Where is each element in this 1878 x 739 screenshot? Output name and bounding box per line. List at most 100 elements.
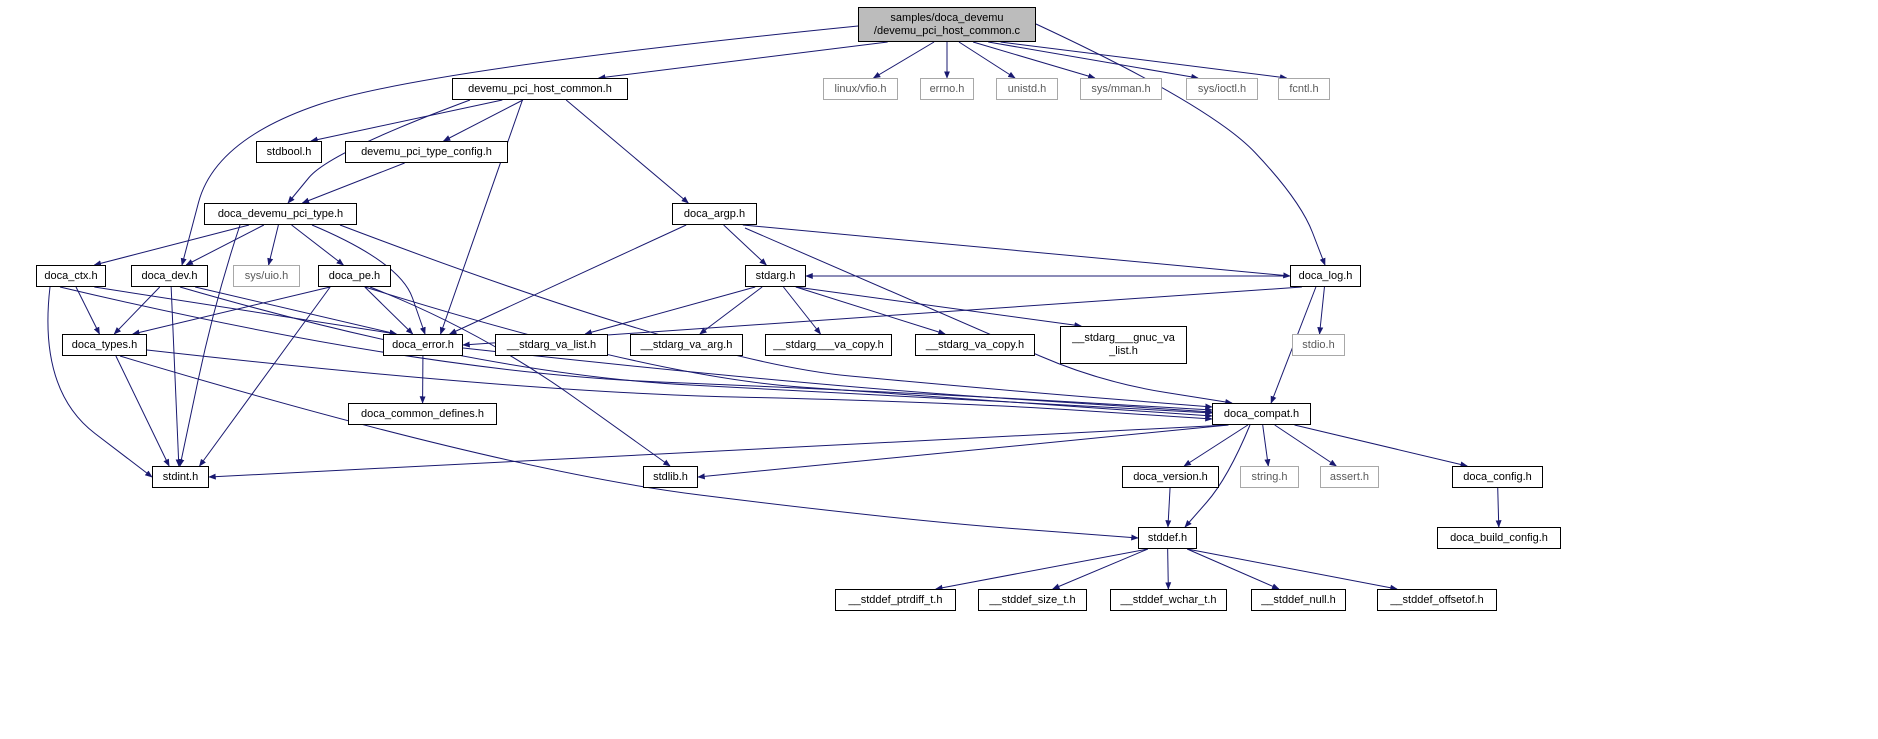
node-version[interactable]: doca_version.h — [1122, 466, 1219, 488]
edge-root-dev — [180, 25, 859, 266]
node-va_copy[interactable]: __stdarg_va_copy.h — [915, 334, 1035, 356]
node-va_copy_g[interactable]: __stdarg___va_copy.h — [765, 334, 892, 356]
edge-stdarg-va_copy — [795, 286, 946, 335]
node-va_arg[interactable]: __stdarg_va_arg.h — [630, 334, 743, 356]
node-string: string.h — [1240, 466, 1299, 488]
edge-argp-compat — [744, 227, 1233, 405]
edge-pci_type-ctx — [93, 224, 250, 267]
node-va_list[interactable]: __stdarg_va_list.h — [495, 334, 608, 356]
edge-root-ioctl — [988, 41, 1199, 80]
node-stdlib[interactable]: stdlib.h — [643, 466, 698, 488]
edge-argp-log — [742, 224, 1291, 279]
edge-host_common_h-error — [439, 99, 523, 335]
node-type_config[interactable]: devemu_pci_type_config.h — [345, 141, 508, 163]
edge-pci_type-uio — [267, 224, 279, 266]
edge-stddef-size_t — [1052, 548, 1149, 590]
edge-pci_type-dev — [185, 224, 265, 266]
node-stddef[interactable]: stddef.h — [1138, 527, 1197, 549]
edge-config-build_config — [1495, 487, 1502, 528]
node-unistd: unistd.h — [996, 78, 1058, 100]
node-host_common_h[interactable]: devemu_pci_host_common.h — [452, 78, 628, 100]
edge-compat-version — [1183, 424, 1249, 467]
edge-dev-types — [113, 286, 161, 335]
node-pe[interactable]: doca_pe.h — [318, 265, 391, 287]
node-size_t[interactable]: __stddef_size_t.h — [978, 589, 1087, 611]
node-offsetof[interactable]: __stddef_offsetof.h — [1377, 589, 1497, 611]
edge-stdarg-va_copy_g — [783, 286, 822, 335]
edge-pci_type-pe — [291, 224, 344, 266]
edge-types-stddef — [119, 355, 1139, 541]
edge-argp-error — [448, 224, 687, 335]
edge-root-vfio — [872, 41, 935, 79]
edge-root-fcntl — [1000, 41, 1288, 81]
node-pci_type[interactable]: doca_devemu_pci_type.h — [204, 203, 357, 225]
edge-compat-stdint — [208, 424, 1229, 480]
edge-host_common_h-stdbool — [310, 99, 503, 143]
node-fcntl: fcntl.h — [1278, 78, 1330, 100]
node-ptrdiff[interactable]: __stddef_ptrdiff_t.h — [835, 589, 956, 611]
edge-pe-error — [364, 286, 414, 335]
node-config[interactable]: doca_config.h — [1452, 466, 1543, 488]
node-error[interactable]: doca_error.h — [383, 334, 463, 356]
edge-stddef-ptrdiff — [935, 548, 1148, 591]
node-root: samples/doca_devemu /devemu_pci_host_com… — [858, 7, 1036, 42]
edge-version-stddef — [1165, 487, 1172, 528]
edge-compat-assert — [1274, 424, 1337, 467]
edge-pe-types — [132, 286, 331, 336]
edge-compat-stdlib — [697, 424, 1229, 480]
node-stdint[interactable]: stdint.h — [152, 466, 209, 488]
edge-ctx-types — [75, 286, 100, 335]
edge-types-stdint — [115, 355, 170, 467]
edge-argp-stdarg — [723, 224, 767, 266]
node-types[interactable]: doca_types.h — [62, 334, 147, 356]
edge-compat-stddef — [1184, 424, 1251, 528]
edge-ctx-stdint — [47, 286, 153, 478]
edge-pe-compat — [364, 286, 1213, 419]
edge-root-log — [1035, 23, 1326, 266]
node-stdbool[interactable]: stdbool.h — [256, 141, 322, 163]
edge-types-compat — [146, 349, 1213, 422]
edge-type_config-pci_type — [301, 162, 405, 204]
edge-ctx-error — [94, 286, 398, 336]
edge-dev-compat — [179, 286, 1213, 416]
edge-compat-string — [1262, 424, 1271, 467]
edge-error-compat — [462, 347, 1213, 415]
edge-stdarg-gnuc_va_list — [795, 286, 1082, 329]
node-assert: assert.h — [1320, 466, 1379, 488]
edge-log-stdio — [1317, 286, 1325, 335]
edge-pe-stdint — [199, 286, 331, 467]
node-compat[interactable]: doca_compat.h — [1212, 403, 1311, 425]
edge-stddef-wchar — [1165, 548, 1172, 590]
node-dev[interactable]: doca_dev.h — [131, 265, 208, 287]
node-mman: sys/mman.h — [1080, 78, 1162, 100]
edge-stddef-offsetof — [1187, 548, 1398, 591]
edge-root-unistd — [958, 41, 1016, 79]
edge-stdarg-va_list — [584, 286, 756, 336]
node-log[interactable]: doca_log.h — [1290, 265, 1361, 287]
node-build_config[interactable]: doca_build_config.h — [1437, 527, 1561, 549]
edge-dev-stdint — [170, 286, 182, 467]
edge-pe-stdlib — [369, 286, 671, 467]
edge-host_common_h-argp — [565, 99, 689, 204]
edge-pci_type-error — [311, 224, 426, 335]
node-ctx[interactable]: doca_ctx.h — [36, 265, 106, 287]
node-stdarg[interactable]: stdarg.h — [745, 265, 806, 287]
node-common_defines[interactable]: doca_common_defines.h — [348, 403, 497, 425]
edge-root-host_common_h — [597, 41, 888, 81]
edge-stddef-null_h — [1186, 548, 1280, 590]
node-uio: sys/uio.h — [233, 265, 300, 287]
node-stdio: stdio.h — [1292, 334, 1345, 356]
node-argp[interactable]: doca_argp.h — [672, 203, 757, 225]
node-wchar[interactable]: __stddef_wchar_t.h — [1110, 589, 1227, 611]
node-gnuc_va_list[interactable]: __stdarg___gnuc_va _list.h — [1060, 326, 1187, 364]
edge-stdarg-va_arg — [699, 286, 763, 335]
edge-dev-error — [195, 286, 398, 336]
node-errno: errno.h — [920, 78, 974, 100]
edge-compat-config — [1294, 424, 1468, 468]
edge-host_common_h-type_config — [442, 99, 524, 142]
node-null_h[interactable]: __stddef_null.h — [1251, 589, 1346, 611]
node-ioctl: sys/ioctl.h — [1186, 78, 1258, 100]
node-vfio: linux/vfio.h — [823, 78, 898, 100]
